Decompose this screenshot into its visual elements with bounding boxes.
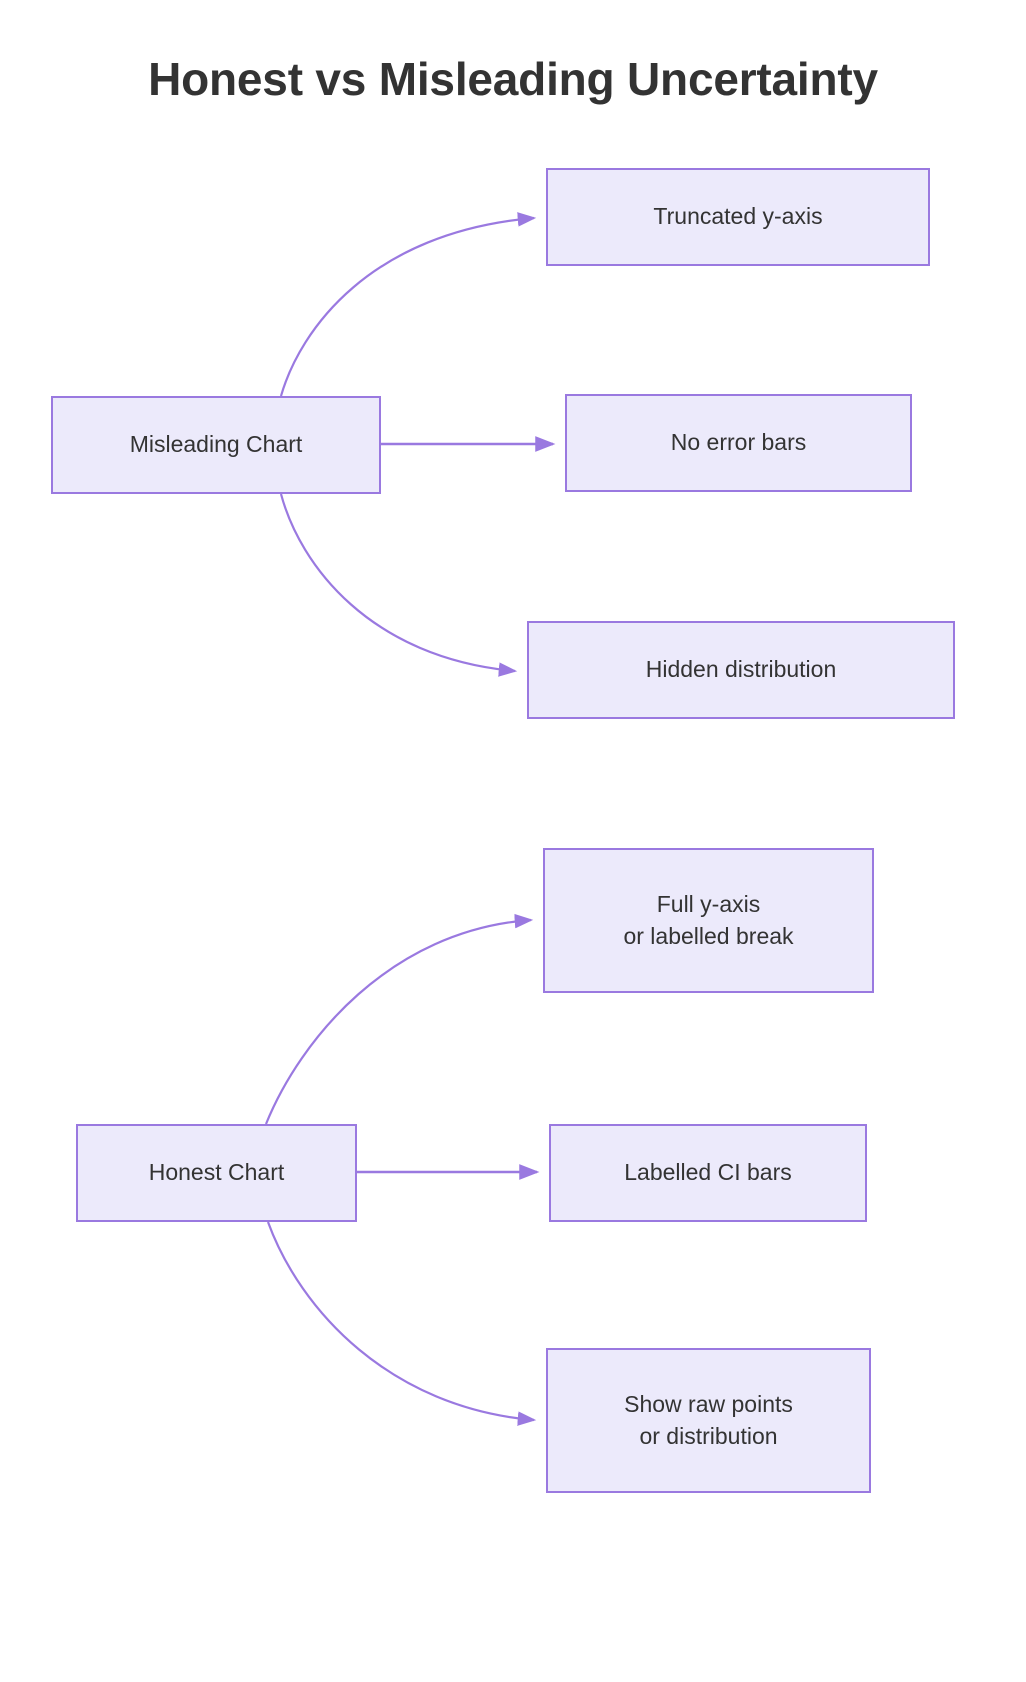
node-honest-chart[interactable]: Honest Chart: [76, 1124, 357, 1222]
node-label: Honest Chart: [148, 1159, 285, 1186]
node-full-y-axis-or-labelled-break[interactable]: Full y-axis or labelled break: [543, 848, 874, 993]
node-label: Truncated y-axis: [653, 203, 823, 230]
edge-misleading-to-truncated: [279, 212, 537, 397]
node-label: Misleading Chart: [129, 431, 303, 458]
node-labelled-ci-bars[interactable]: Labelled CI bars: [549, 1124, 867, 1222]
edge-misleading-to-hidden-distribution: [279, 493, 518, 677]
edge-honest-to-show-raw-points: [266, 1221, 537, 1426]
node-label: Hidden distribution: [645, 656, 837, 683]
node-label: Full y-axis or labelled break: [623, 890, 794, 949]
page-title: Honest vs Misleading Uncertainty: [148, 53, 878, 105]
node-label: Show raw points or distribution: [624, 1390, 793, 1449]
node-misleading-chart[interactable]: Misleading Chart: [51, 396, 381, 494]
node-no-error-bars[interactable]: No error bars: [565, 394, 912, 492]
node-show-raw-points-or-distribution[interactable]: Show raw points or distribution: [546, 1348, 871, 1493]
node-label: No error bars: [670, 429, 807, 456]
node-hidden-distribution[interactable]: Hidden distribution: [527, 621, 955, 719]
edge-honest-to-full-y-axis: [264, 913, 534, 1125]
node-truncated-y-axis[interactable]: Truncated y-axis: [546, 168, 930, 266]
node-label: Labelled CI bars: [624, 1159, 792, 1186]
